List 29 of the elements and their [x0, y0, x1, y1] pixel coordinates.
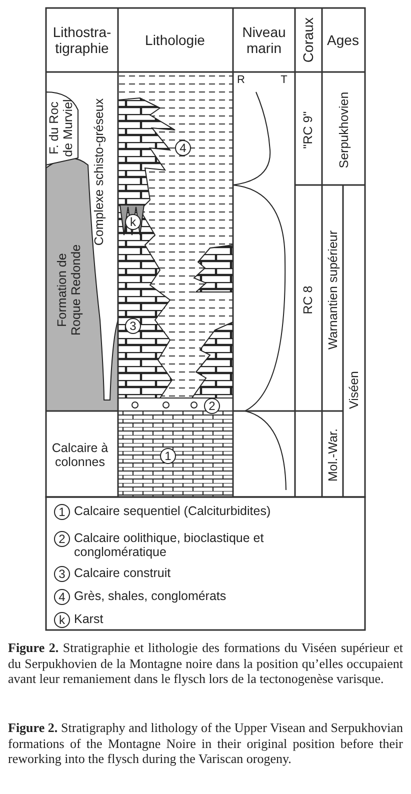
callout-number: 3: [54, 566, 70, 582]
column-header: Lithostra- tigraphie: [52, 22, 112, 58]
axis-letter: R: [236, 73, 246, 87]
legend-text: Calcaire sequentiel (Calciturbidites): [74, 504, 272, 518]
formation-label: F. du Roc de Murviel: [46, 98, 76, 159]
legend-text: Grès, shales, conglomérats: [74, 589, 228, 604]
axis-letter: T: [280, 73, 288, 87]
formation-label: Calcaire à colonnes: [50, 440, 110, 471]
callout-number: 2: [54, 531, 70, 547]
column-header: Lithologie: [144, 30, 206, 50]
coral-zone-label: RC 8: [300, 284, 316, 316]
legend-text: Calcaire oolithique, bioclastique et conglomératique: [74, 531, 265, 560]
caption: Figure 2. Stratigraphie et lithologie des formations du Viséen supérieur et du Serpukhovien de la Montagne noire dans la position qu’elles occupaient avant leur remaniement dans le flysch lors de la tectonogenèse varisque.: [8, 640, 403, 687]
coral-zone-label: "RC 9": [300, 110, 316, 151]
age-label: Serpukhovien: [336, 90, 352, 170]
formation-label: Complexe schisto-gréseux: [91, 97, 107, 248]
column-header: Ages: [326, 30, 360, 50]
callout-number: 1: [54, 504, 70, 520]
age-label: Warnantien supérieur: [324, 229, 341, 352]
column-header: Coraux: [298, 16, 317, 65]
caption: Figure 2. Stratigraphy and lithology of the Upper Visean and Serpukhovian formations of the Montagne Noire in their original position before their reworking into the flysch during the Variscan orogeny.: [8, 720, 403, 767]
formation-label: Formation de Roque Redonde: [54, 243, 84, 338]
age-label: Mol.-War.: [324, 428, 341, 484]
legend-text: Karst: [74, 612, 104, 626]
legend-text: Calcaire construit: [74, 566, 172, 580]
column-header: Niveau marin: [241, 22, 287, 58]
age-label: Viséen: [346, 370, 362, 411]
callout-number: 4: [54, 589, 70, 605]
callout-number: k: [54, 612, 70, 628]
